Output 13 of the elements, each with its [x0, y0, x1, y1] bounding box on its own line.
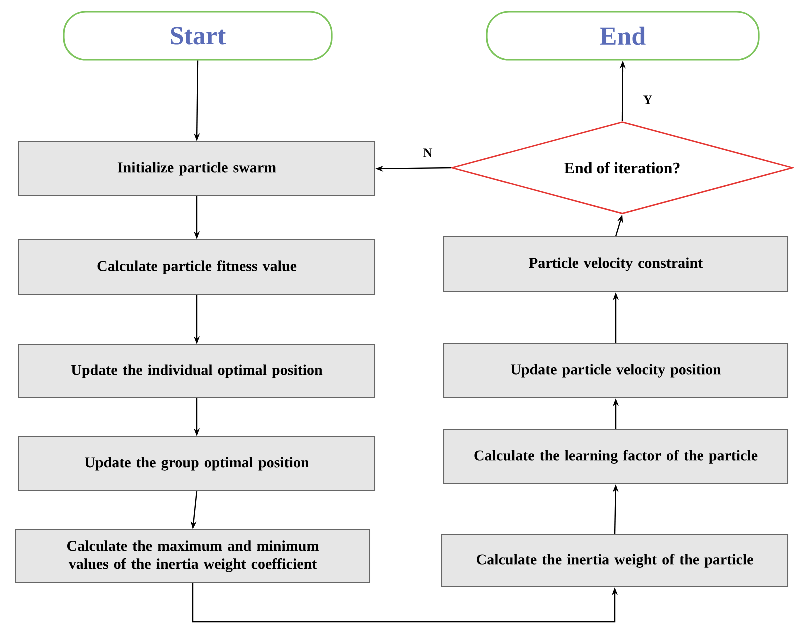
- process-box: Calculate particle fitness value: [18, 240, 376, 296]
- process-box: Update particle velocity position: [444, 344, 789, 398]
- edge-label: Y: [642, 94, 654, 106]
- process-box: Particle velocity constraint: [444, 236, 789, 292]
- process-box: Update the individual optimal position: [18, 344, 376, 398]
- terminal-box: End: [486, 11, 760, 61]
- process-box: Initialize particle swarm: [18, 142, 376, 196]
- process-box: Calculate the maximum and minimum values of the inertia weight coefficient: [16, 530, 370, 584]
- process-box: Update the group optimal position: [18, 436, 376, 492]
- terminal-box: Start: [63, 11, 333, 61]
- edge-label: N: [422, 148, 434, 158]
- process-box: Calculate the inertia weight of the particle: [442, 534, 789, 588]
- process-box: Calculate the learning factor of the particle: [444, 430, 789, 484]
